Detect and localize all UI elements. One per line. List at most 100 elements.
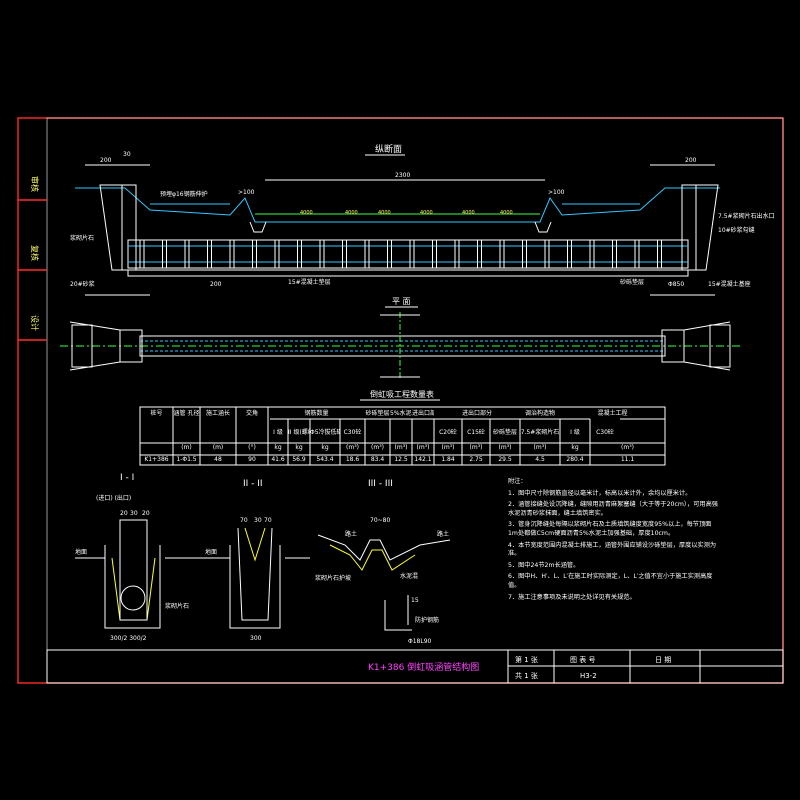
sheet-total: 共 1 张: [515, 671, 538, 680]
sheet-number: 第 1 张: [515, 655, 538, 664]
table-cell: 18.6: [345, 456, 360, 463]
right-end-wall: [681, 184, 697, 271]
pipe-joint: [634, 239, 640, 269]
longitudinal-title: 纵断面: [375, 143, 402, 155]
pipe-joint: [522, 239, 527, 269]
table-cell: 90: [248, 456, 256, 463]
table-cell: 1-Φ1.5: [176, 456, 197, 463]
table-subheader: I 级: [273, 429, 283, 436]
title-block: K1+386 倒虹吸涵管结构图 第 1 张 共 1 张 图 表 号 H3-2 日…: [46, 649, 784, 684]
dim-200: 200: [100, 157, 112, 164]
table-subheader: 砂砾垫层: [492, 429, 517, 436]
svg-text:70: 70: [240, 517, 248, 524]
table-unit: (m³): [469, 444, 483, 451]
note-item: 2．涵管接缝处设沉降缝，缝隙用沥青麻絮塞缝（大于等于20cm），可用高强水泥沥青…: [508, 501, 718, 517]
pipe-joint: [567, 239, 572, 269]
svg-text:4000: 4000: [462, 210, 475, 216]
notes-heading: 附注：: [508, 478, 527, 485]
table-subheader: 7.5#浆砌片石: [520, 429, 560, 436]
left-wall-label: 浆砌片石: [70, 234, 94, 242]
svg-text:30: 30: [130, 510, 138, 517]
table-cell: 11.1: [620, 456, 635, 463]
left-end-wall: [121, 184, 137, 271]
table-header: 进出口部分: [461, 410, 492, 417]
table-unit: (m): [181, 444, 192, 451]
table-subheader: I 级: [570, 429, 580, 436]
pipe-joint: [364, 239, 370, 269]
svg-text:浆砌片石护坡: 浆砌片石护坡: [315, 574, 351, 582]
table-unit: (m³): [416, 444, 430, 451]
note-item: 6．图中H、H′、L、L′在施工时实际测定，L、L′之值不宜小于施工实测高度值。: [508, 573, 713, 589]
table-header: 涵管 孔径: [173, 410, 200, 417]
svg-text:300/2 300/2: 300/2 300/2: [110, 635, 147, 642]
table-header: 调治构造物: [524, 410, 555, 417]
table-header: 交角: [245, 410, 258, 417]
table-cell: 41.6: [271, 456, 285, 463]
pipe-joint: [477, 239, 482, 269]
dim-200-bottom: 200: [210, 281, 222, 288]
pipe-joint: [319, 239, 325, 269]
gt100-right: >100: [548, 189, 565, 196]
svg-text:4000: 4000: [300, 210, 313, 216]
note-item: 3．管身沉降缝处每隔以浆砌片石及土质填筑缝度宽度95%以上，每节顶面1m处都做C…: [508, 521, 712, 537]
table-unit: kg: [295, 444, 303, 451]
table-unit: (m³): [371, 444, 384, 451]
quantity-table: [139, 406, 666, 466]
notes-block: 附注： 1．图中尺寸除钢筋直径以毫米计，标高以米计外，余均以厘米计。 2．涵管接缝…: [508, 478, 718, 605]
section-3-title: III - III: [368, 479, 393, 489]
table-unit: (m³): [394, 444, 408, 451]
table-subheader: C20砼: [439, 429, 457, 436]
table-header: 钢筋数量: [304, 410, 329, 417]
plan-title: 平 面: [392, 297, 411, 306]
pipe-joint: [297, 239, 302, 269]
side-label-design: 设计: [30, 315, 40, 331]
section-2-drawing: 地面 300 70 30 70: [200, 517, 310, 642]
section-1-sub: (进口) (出口): [96, 494, 131, 502]
svg-text:地面: 地面: [205, 548, 217, 556]
drawing-title: K1+386 倒虹吸涵管结构图: [368, 661, 479, 673]
anchor-label: 预埋φ16钢筋伸护: [160, 190, 208, 198]
table-unit: kg: [274, 444, 282, 451]
fig-no-label: 图 表 号: [570, 655, 595, 664]
svg-text:30: 30: [254, 517, 262, 524]
table-cell: 12.5: [394, 456, 408, 463]
ground-line: [75, 187, 720, 223]
right-mid-label: 10#砂浆勾缝: [718, 226, 755, 234]
gt100-left: >100: [238, 189, 255, 196]
side-label-check: 复核: [30, 245, 40, 261]
table-cell: 2.75: [469, 456, 483, 463]
svg-text:4000: 4000: [345, 210, 358, 216]
svg-text:路土: 路土: [345, 530, 357, 538]
pipe-joint: [342, 239, 347, 269]
svg-text:200: 200: [685, 157, 697, 164]
svg-text:20: 20: [120, 510, 128, 517]
pipe-joint: [612, 239, 617, 269]
section-2-title: II - II: [243, 479, 263, 489]
table-header: 施工涵长: [205, 410, 230, 417]
note-item: 7．施工注意事项及未说明之处详见有关规范。: [508, 593, 636, 601]
svg-text:70: 70: [264, 517, 272, 524]
table-cell: 280.4: [566, 456, 584, 463]
pipe-joint: [454, 239, 460, 269]
bottom-right2-label: 15#混凝土基座: [708, 280, 751, 288]
pipe-joint: [387, 239, 392, 269]
svg-text:浆砌片石: 浆砌片石: [165, 602, 189, 610]
pipe-joint: [229, 239, 235, 269]
pipe-joint: [432, 239, 437, 269]
section-3-drawing: 70~80 路土 路土 浆砌片石护坡 水泥混 15 防护钢筋 Φ18L90: [315, 517, 451, 645]
table-header: 桩号: [150, 410, 163, 417]
svg-text:300: 300: [250, 635, 262, 642]
dim-850: Φ850: [668, 281, 684, 288]
pipe-joint: [252, 239, 257, 269]
table-unit: (m³): [621, 444, 634, 451]
table-subheader: II 级(螺纹): [288, 429, 310, 436]
svg-text:4000: 4000: [420, 210, 433, 216]
table-unit: (°): [248, 444, 256, 451]
svg-text:4000: 4000: [378, 210, 391, 216]
pipe-joint: [409, 239, 415, 269]
table-header: 砂砾垫层: [365, 410, 390, 417]
note-item: 1．图中尺寸除钢筋直径以毫米计，标高以米计外，余均以厘米计。: [508, 489, 692, 497]
svg-text:Φ18L90: Φ18L90: [408, 638, 432, 645]
